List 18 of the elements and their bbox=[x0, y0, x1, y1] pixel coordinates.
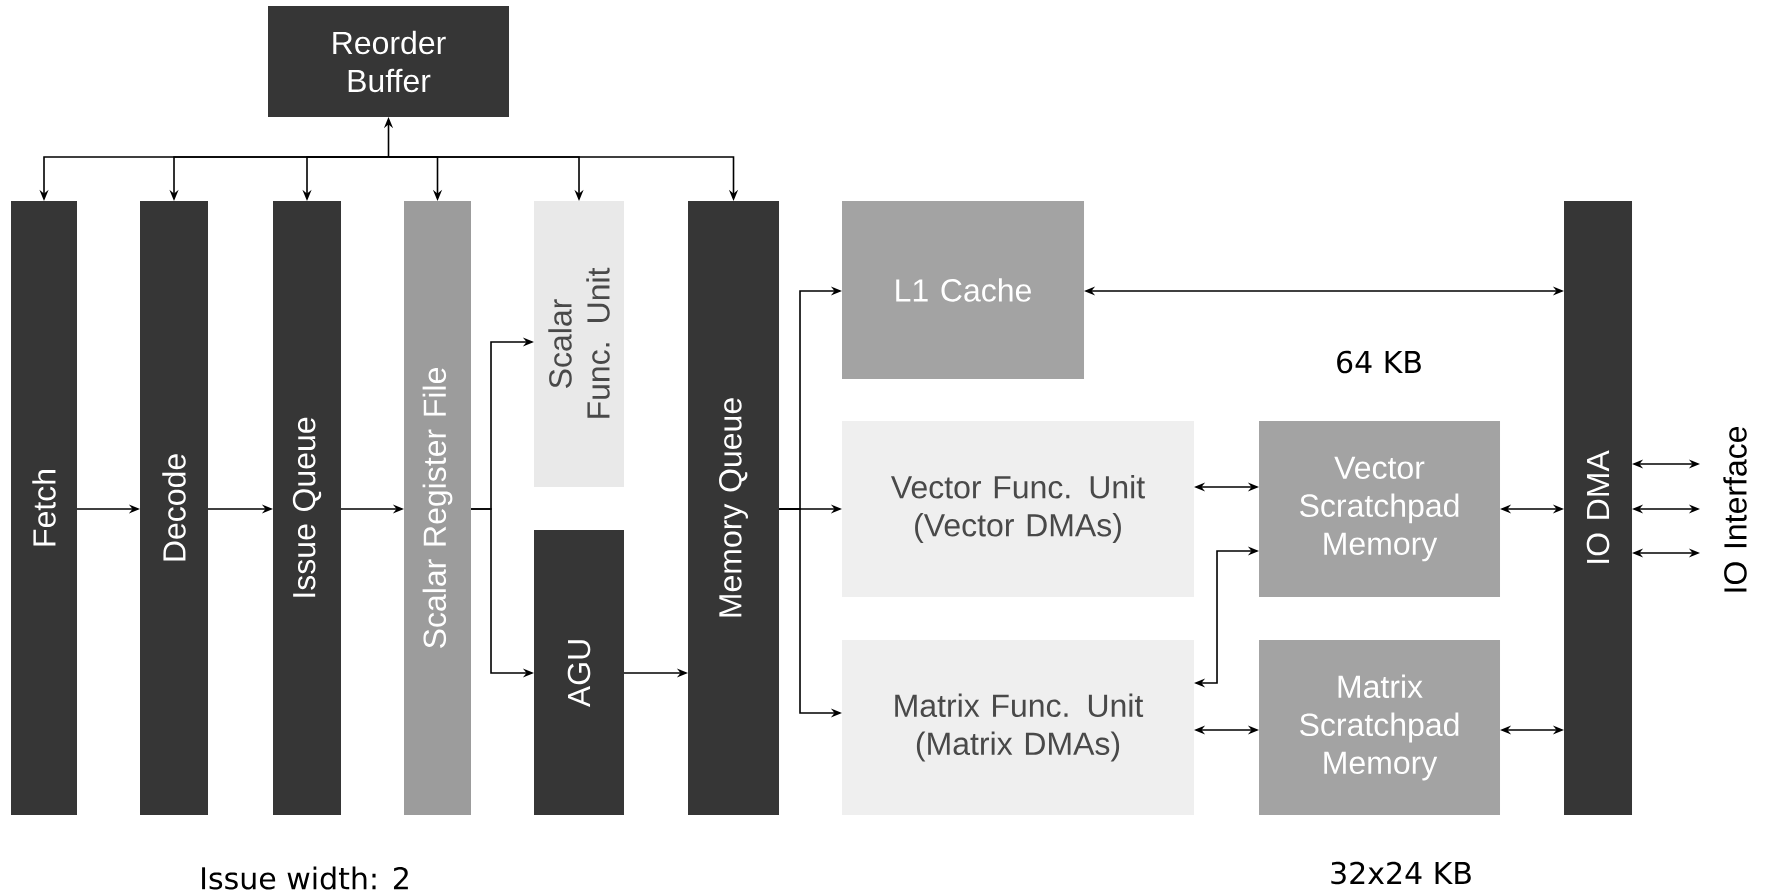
note: Issue width: 2 bbox=[202, 866, 408, 890]
queue-bar: Memory Queue bbox=[688, 201, 779, 815]
unit-box: Scalar Func. Unit bbox=[534, 201, 624, 487]
stage-bar: Fetch bbox=[11, 201, 77, 815]
note: 64 KB bbox=[1337, 350, 1421, 374]
unit-box: AGU bbox=[534, 530, 624, 815]
cache-box: L1 Cache bbox=[842, 201, 1084, 379]
stage-bar: Issue Queue bbox=[273, 201, 341, 815]
memory-box: Matrix Scratchpad Memory bbox=[1259, 640, 1500, 815]
interface-label: IO Interface bbox=[1723, 426, 1747, 592]
register-file-bar: Scalar Register File bbox=[404, 201, 471, 815]
buffer-box: Reorder Buffer bbox=[268, 6, 509, 117]
note: 32x24 KB bbox=[1331, 861, 1471, 885]
dma-bar: IO DMA bbox=[1564, 201, 1632, 815]
stage-bar: Decode bbox=[140, 201, 208, 815]
memory-box: Vector Scratchpad Memory bbox=[1259, 421, 1500, 597]
unit-box: Matrix Func. Unit (Matrix DMAs) bbox=[842, 640, 1194, 815]
unit-box: Vector Func. Unit (Vector DMAs) bbox=[842, 421, 1194, 597]
